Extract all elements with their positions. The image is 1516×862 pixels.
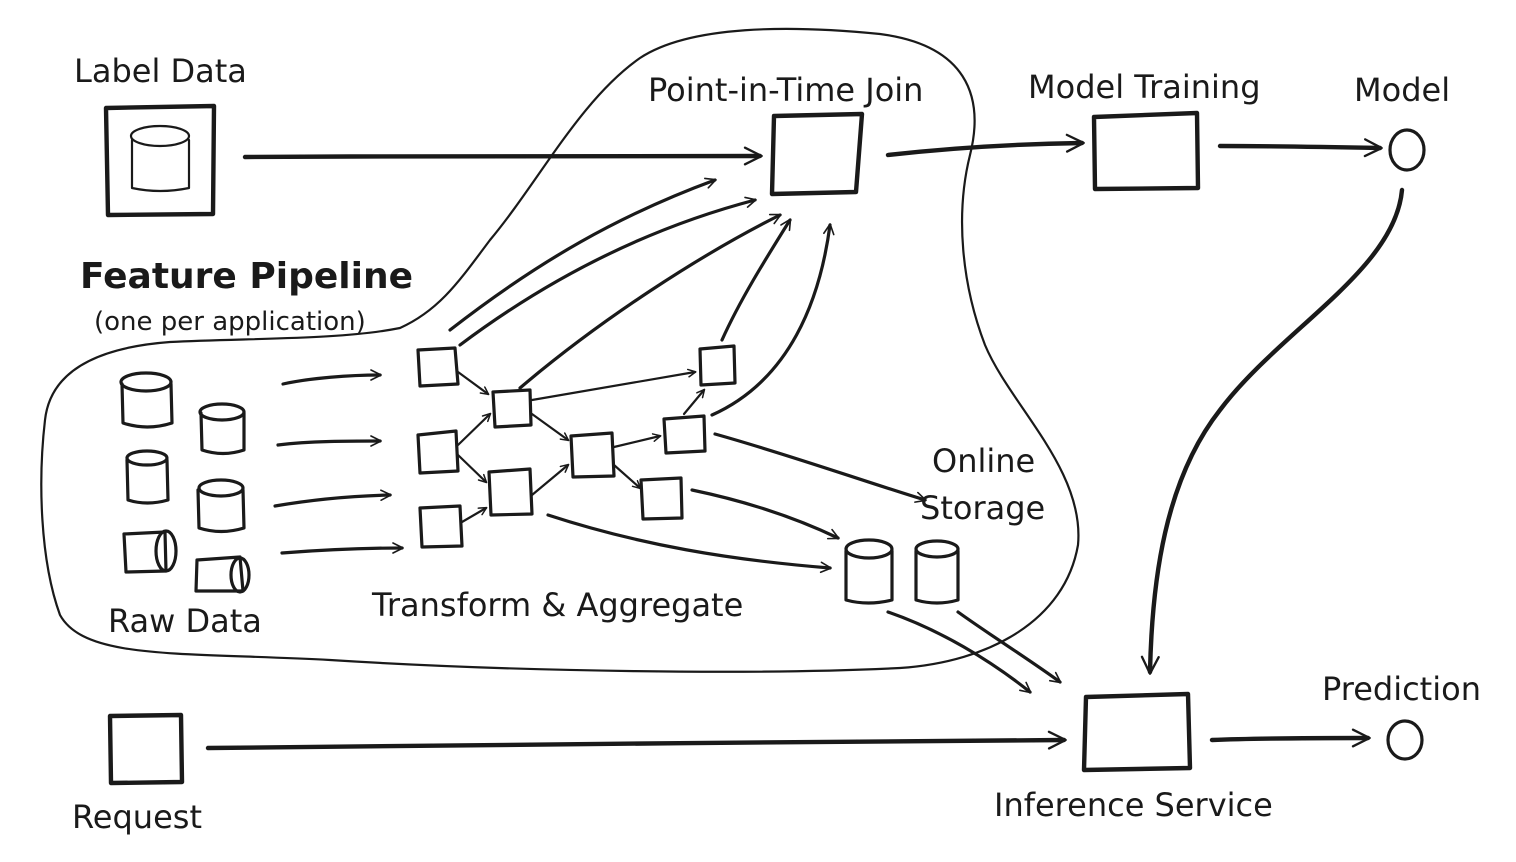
arrow-transform-internal [456, 453, 488, 484]
arrow-feature-to-join [518, 213, 782, 390]
raw-data-sources [119, 371, 251, 594]
online-storage-cylinder [844, 538, 894, 605]
transform-box [418, 504, 464, 549]
transform-box [698, 344, 737, 387]
prediction-circle [1386, 719, 1424, 761]
feature-pipeline-title: Feature Pipeline [80, 256, 413, 297]
model-circle [1388, 128, 1426, 172]
arrow-storage-to-inference [956, 610, 1062, 684]
raw-data-label: Raw Data [108, 602, 262, 640]
raw-data-cylinder [119, 371, 174, 429]
transform-box [639, 476, 684, 521]
label-data-label: Label Data [74, 52, 247, 90]
feature-pipeline-note: (one per application) [94, 307, 366, 337]
inference-service-label: Inference Service [994, 786, 1273, 824]
arrow-feature-to-online-storage [546, 513, 832, 574]
point-in-time-join-label: Point-in-Time Join [648, 71, 923, 109]
arrow-feature-to-join [448, 177, 717, 332]
transform-box [487, 467, 534, 517]
transform-box [569, 431, 616, 479]
request-label: Request [72, 798, 202, 836]
arrow-raw-to-transform [276, 435, 382, 447]
raw-data-cylinder [198, 402, 246, 456]
online-storage-label-line1: Online [932, 442, 1035, 480]
transform-box [662, 414, 707, 455]
arrow-transform-internal [530, 463, 570, 497]
raw-data-cylinder [122, 529, 178, 574]
arrow-transform-internal [530, 412, 570, 442]
online-storage-cylinders [844, 538, 960, 605]
arrow-feature-to-join [710, 223, 835, 417]
online-storage-label-line2: Storage [920, 489, 1045, 527]
request-box [107, 712, 185, 786]
transform-box [416, 429, 460, 475]
arrow-transform-internal [530, 368, 697, 402]
online-storage-cylinder [914, 539, 960, 605]
transform-aggregate-label: Transform & Aggregate [371, 586, 743, 624]
raw-data-cylinder [125, 449, 170, 505]
model-training-label: Model Training [1028, 68, 1261, 106]
arrow-storage-to-inference [886, 610, 1032, 694]
transform-boxes [416, 344, 737, 549]
raw-data-cylinder [194, 555, 251, 594]
arrow-transform-internal [456, 412, 492, 447]
arrow-transform-internal [612, 463, 642, 490]
point-in-time-join-box [769, 111, 865, 197]
arrow-raw-to-transform [273, 489, 392, 508]
arrow-inference-to-prediction [1209, 728, 1371, 748]
arrow-request-to-inference [205, 730, 1067, 751]
arrow-transform-internal [460, 506, 488, 524]
arrow-join-to-model-training [885, 133, 1085, 158]
transform-box [491, 388, 533, 429]
model-training-box [1091, 110, 1201, 192]
arrow-raw-to-transform [280, 542, 404, 555]
arrow-feature-to-online-storage [713, 432, 927, 503]
arrow-feature-to-online-storage [690, 488, 840, 540]
transform-box [416, 346, 460, 388]
model-label: Model [1354, 71, 1450, 109]
arrow-transform-internal [612, 433, 662, 449]
arrow-raw-to-transform [281, 369, 382, 386]
arrow-feature-to-join [720, 218, 792, 342]
prediction-label: Prediction [1322, 670, 1481, 708]
arrow-model-to-inference [1140, 187, 1405, 675]
feature-pipeline-boundary [40, 27, 1080, 673]
arrow-transform-internal [456, 370, 490, 396]
arrow-transform-internal [682, 388, 706, 416]
inference-service-box [1081, 691, 1193, 773]
label-data-node [103, 103, 217, 218]
arrow-model-training-to-model [1217, 138, 1383, 158]
raw-data-cylinder [196, 478, 246, 534]
arrow-label-data-to-join [242, 146, 763, 166]
arrow-feature-to-join [458, 196, 757, 347]
